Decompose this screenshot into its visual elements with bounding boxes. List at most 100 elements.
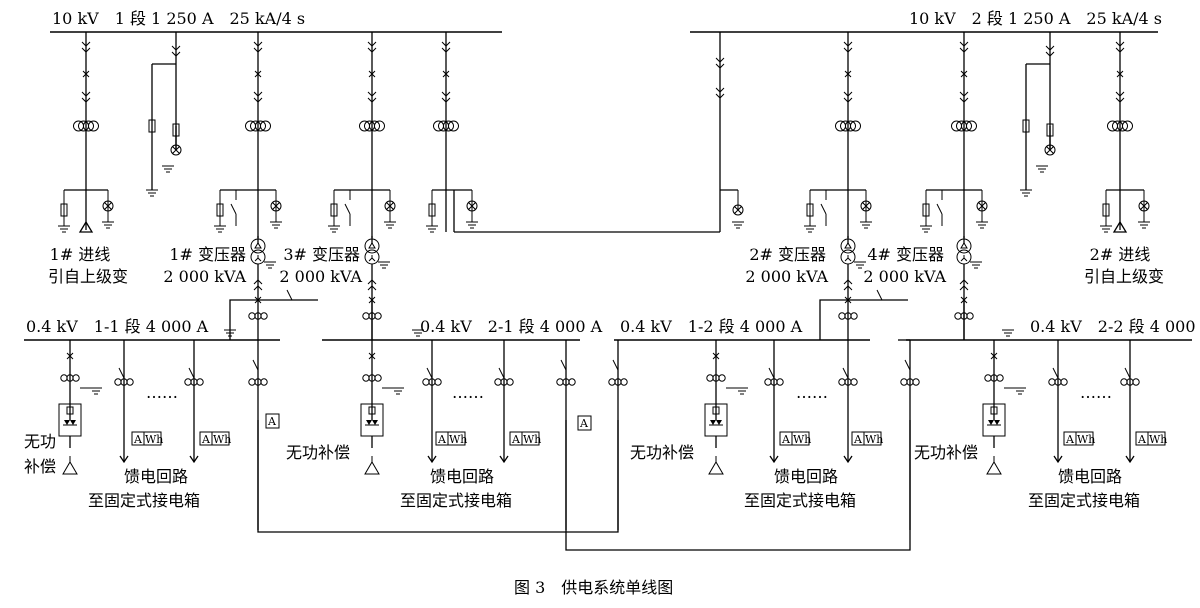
pt bbox=[151, 63, 176, 190]
incomer-2-lamp-gnd bbox=[1137, 221, 1151, 229]
lv11-capacitor bbox=[62, 455, 78, 475]
lv21-tie-sw bbox=[560, 359, 567, 371]
tf-1-transformer bbox=[250, 238, 266, 265]
incomer-2-gnd bbox=[1099, 225, 1113, 233]
transformer-3-capacity: 2 000 kVA bbox=[279, 267, 362, 286]
lv-tie-3-sw bbox=[876, 289, 883, 301]
incomer-1-lamp-gnd bbox=[101, 221, 115, 229]
lv21-feeder-sw-1 bbox=[498, 367, 505, 379]
feeder-2-dest: 至固定式接电箱 bbox=[400, 491, 512, 510]
compensation-2-label: 无功补偿 bbox=[286, 443, 350, 462]
lv22-feeder-arrow-0 bbox=[1053, 455, 1063, 464]
lv-bus-1-2-label: 0.4 kV 1-2 段 4 000 A bbox=[620, 317, 803, 336]
tf-2-lamp-gnd bbox=[859, 221, 873, 229]
feeder-4-dest: 至固定式接电箱 bbox=[1028, 491, 1140, 510]
feeder-1-dest: 至固定式接电箱 bbox=[88, 491, 200, 510]
lv22-comp-gnd bbox=[1013, 387, 1027, 395]
lv12-feeder-sw-1 bbox=[842, 367, 849, 379]
tf-1-fuse bbox=[216, 203, 224, 217]
compensation-1-label-a: 无功 bbox=[24, 432, 56, 451]
incomer-1-arrow bbox=[78, 220, 94, 233]
tf-3-tf-gnd bbox=[377, 261, 391, 269]
pt-1-pt-fuse bbox=[172, 123, 180, 137]
tf-4-tf-gnd bbox=[969, 261, 983, 269]
incomer-2-arrow bbox=[1112, 220, 1128, 233]
transformer-1-name: 1# 变压器 bbox=[169, 245, 246, 264]
hv-tie-gnd bbox=[731, 221, 745, 229]
lv12-comp-gnd bbox=[735, 387, 749, 395]
feeder-3-dest: 至固定式接电箱 bbox=[744, 491, 856, 510]
svg-text:A: A bbox=[781, 433, 791, 446]
lv22-feeder-arrow-1 bbox=[1125, 455, 1135, 464]
transformer-4-capacity: 2 000 kVA bbox=[863, 267, 946, 286]
tf-1-gnd bbox=[213, 225, 227, 233]
tf-3-fuse bbox=[330, 203, 338, 217]
tf-4-fuse bbox=[922, 203, 930, 217]
lv22-tie-sw bbox=[904, 359, 911, 371]
incoming-1-label: 1# 进线 bbox=[50, 245, 111, 264]
tf-2-gnd bbox=[803, 225, 817, 233]
lv22-capacitor bbox=[986, 455, 1002, 475]
lv21-feeder-arrow-1 bbox=[499, 455, 509, 464]
lv11-feeder-arrow-1 bbox=[189, 455, 199, 464]
compensation-1-label-b: 补偿 bbox=[24, 457, 56, 476]
lv12-feeder-arrow-0 bbox=[769, 455, 779, 464]
lv11-feeder-arrow-0 bbox=[119, 455, 129, 464]
svg-text:A: A bbox=[1137, 433, 1147, 446]
lv12-feeder-arrow-1 bbox=[843, 455, 853, 464]
pt-2-fuse bbox=[1022, 119, 1030, 133]
feeder-dots-2: …… bbox=[452, 383, 484, 402]
tf-4-gnd bbox=[919, 225, 933, 233]
incoming-1-source: 引自上级变 bbox=[48, 267, 128, 286]
pt-2-pt-gnd bbox=[1035, 165, 1049, 173]
lv11-comp-gnd bbox=[89, 387, 103, 395]
feeder-dots-1: …… bbox=[146, 383, 178, 402]
svg-text:A: A bbox=[1065, 433, 1075, 446]
svg-text:Wh: Wh bbox=[1077, 433, 1095, 446]
tie-ammeter-2: A bbox=[577, 415, 592, 431]
lv22-feeder-sw-1 bbox=[1124, 367, 1131, 379]
transformer-1-capacity: 2 000 kVA bbox=[163, 267, 246, 286]
hv-bus-1-label: 10 kV 1 段 1 250 A 25 kA/4 s bbox=[52, 9, 305, 28]
feeder-4-label: 馈电回路 bbox=[1058, 467, 1122, 486]
tf-2-es bbox=[820, 203, 827, 215]
svg-text:A: A bbox=[267, 415, 277, 428]
svg-text:A: A bbox=[133, 433, 143, 446]
tf-1-es bbox=[230, 203, 237, 215]
tf-3-lamp-gnd bbox=[383, 221, 397, 229]
pt-1-pt-gnd bbox=[161, 165, 175, 173]
lv-tie-cable-b bbox=[565, 420, 911, 551]
svg-text:Wh: Wh bbox=[1149, 433, 1167, 446]
lv-tie-cable-a bbox=[257, 420, 619, 533]
lv12-tie-sw bbox=[612, 359, 619, 371]
feeder-2-label: 馈电回路 bbox=[430, 467, 494, 486]
lv11-tie-sw bbox=[252, 359, 259, 371]
compensation-4-label: 无功补偿 bbox=[914, 443, 978, 462]
lv-bus-2-2-label: 0.4 kV 2-2 段 4 000 A bbox=[1030, 317, 1200, 336]
tf-2-fuse bbox=[806, 203, 814, 217]
hv-bus-2-label: 10 kV 2 段 1 250 A 25 kA/4 s bbox=[909, 9, 1162, 28]
lv-tie-1-left bbox=[229, 299, 258, 340]
lv11-feeder-sw-1 bbox=[188, 367, 195, 379]
feeder-dots-3: …… bbox=[796, 383, 828, 402]
pt bbox=[1025, 63, 1050, 190]
lv-bus-2-1-label: 0.4 kV 2-1 段 4 000 A bbox=[420, 317, 603, 336]
feeder-dots-4: …… bbox=[1080, 383, 1112, 402]
lv21-capacitor bbox=[364, 455, 380, 475]
lv12-feeder-sw-0 bbox=[768, 367, 775, 379]
lv12-capacitor bbox=[708, 455, 724, 475]
tie-ammeter-1: A bbox=[265, 413, 280, 429]
tf-3-transformer bbox=[364, 238, 380, 265]
pt-2-pt-fuse bbox=[1046, 123, 1054, 137]
incoming-2-label: 2# 进线 bbox=[1090, 245, 1151, 264]
svg-text:A: A bbox=[437, 433, 447, 446]
transformer-2-capacity: 2 000 kVA bbox=[745, 267, 828, 286]
